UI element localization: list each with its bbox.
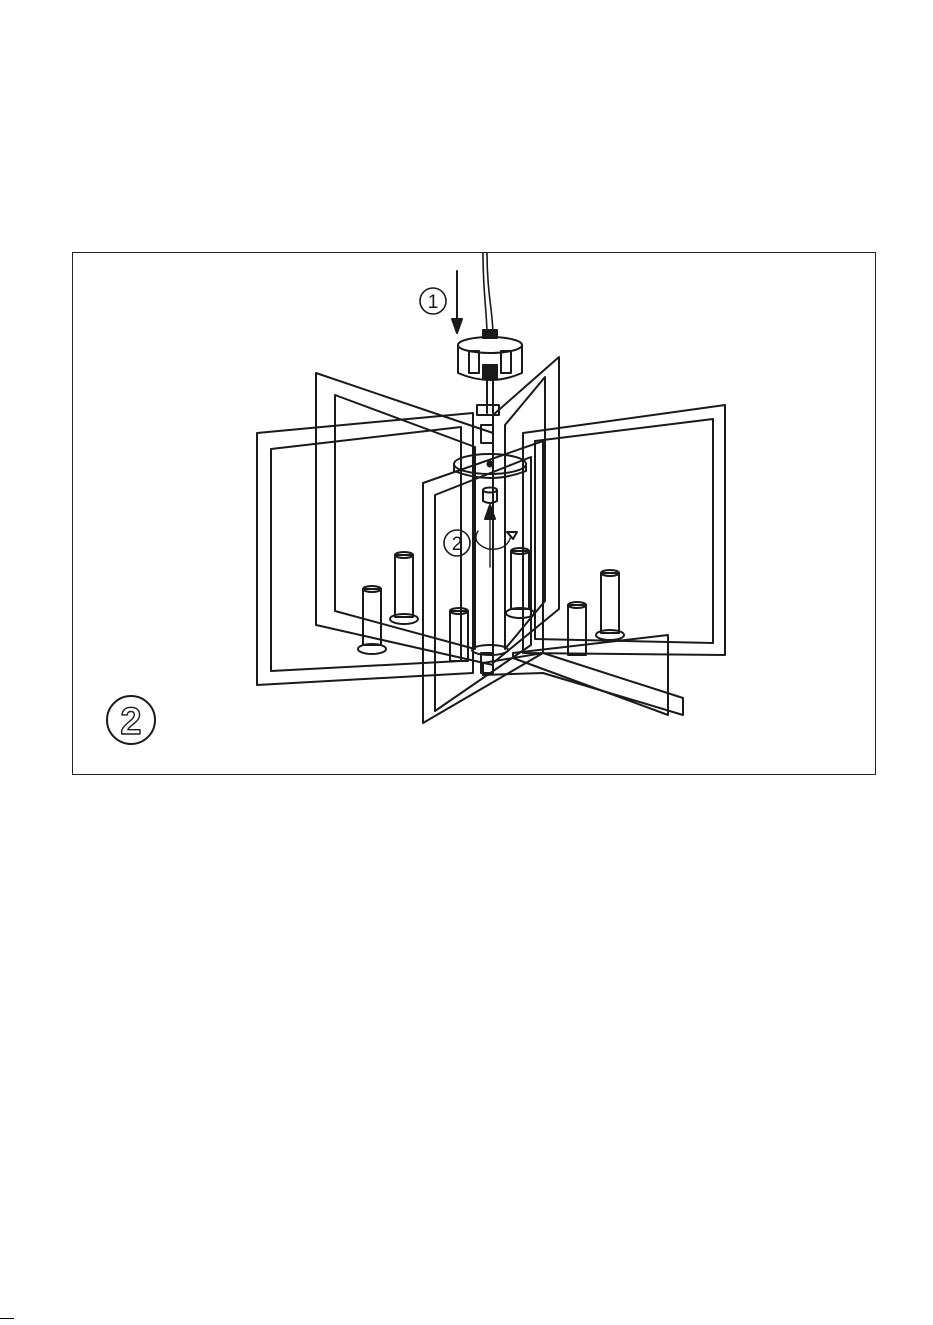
step-badge: 2: [107, 696, 155, 744]
candle-2: [390, 552, 418, 624]
frame-back-right: [523, 405, 725, 655]
downward-arrow: [452, 271, 462, 333]
canopy-cup: [458, 330, 522, 413]
assembly-figure-panel: 1: [72, 252, 876, 775]
step-number: 2: [120, 701, 141, 743]
frame-front-left: [316, 373, 493, 665]
callout-2: 2: [444, 530, 470, 556]
callout-1-label: 1: [428, 292, 439, 313]
chandelier-assembly-drawing: 1: [73, 253, 877, 776]
frame-inner-vertical: [423, 441, 543, 723]
callout-2-label: 2: [452, 534, 463, 555]
nut-cap: [483, 488, 497, 504]
candle-4: [506, 548, 534, 618]
suspension-cable: [483, 253, 493, 335]
candle-3: [450, 608, 468, 661]
candle-1: [358, 586, 386, 654]
hub-plate: [454, 405, 526, 478]
callout-1: 1: [420, 288, 446, 314]
candle-6: [596, 570, 624, 640]
